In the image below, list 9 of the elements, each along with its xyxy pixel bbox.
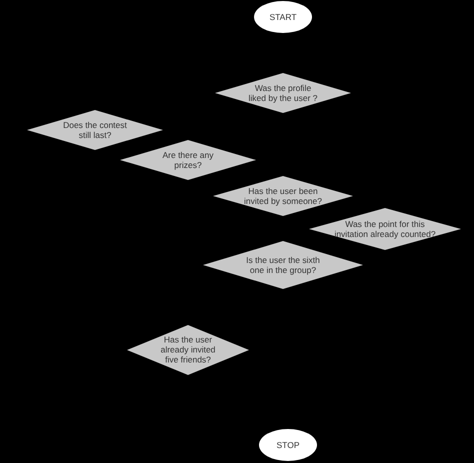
decision-question: Are there any prizes? [161, 150, 215, 170]
decision-question: Was the profile liked by the user ? [248, 82, 318, 104]
decision-question: Has the user been invited by someone? [243, 186, 323, 206]
decision-question: Has the user already invited five friends? [160, 334, 216, 366]
terminal-label: STOP [276, 440, 300, 450]
decision-question: Does the contest still last? [62, 120, 128, 140]
terminal-label: START [268, 12, 298, 22]
decision-question: Was the point for this invitation already counted? [333, 218, 437, 240]
decision-question: Is the user the sixth one in the group? [245, 254, 321, 276]
